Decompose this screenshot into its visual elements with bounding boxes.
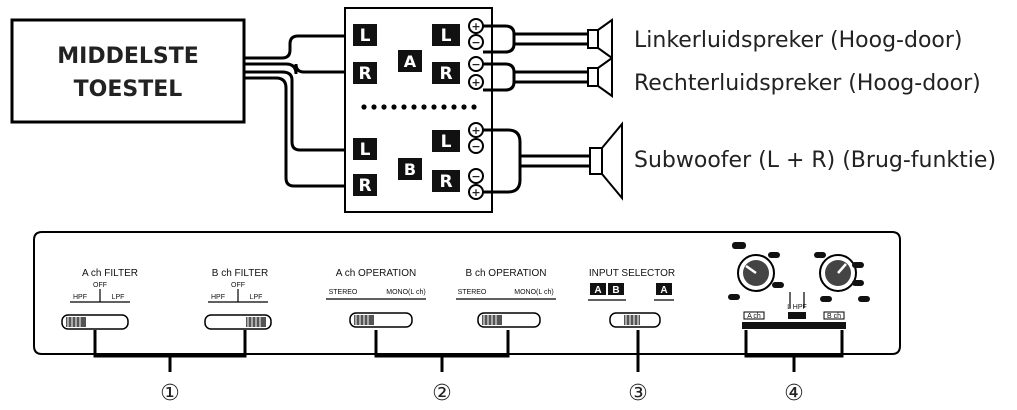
terminal-plus-icon: + bbox=[468, 184, 484, 200]
a-filter-group: A ch FILTER OFF HPF LPF bbox=[61, 268, 138, 330]
channel-b-label: B bbox=[404, 160, 416, 179]
input-selector-title: INPUT SELECTOR bbox=[589, 268, 675, 279]
b-input-right: R bbox=[358, 176, 371, 196]
frequency-knobs-group: A ch L HPF B ch bbox=[728, 242, 870, 329]
b-filter-group: B ch FILTER OFF HPF LPF bbox=[204, 268, 272, 330]
source-label-line2: TOESTEL bbox=[74, 77, 183, 102]
control-panel: A ch FILTER OFF HPF LPF B ch FILTER OFF … bbox=[33, 231, 901, 372]
callout-1: ① bbox=[160, 381, 180, 406]
svg-text:+: + bbox=[471, 20, 480, 33]
channel-a-label: A bbox=[404, 52, 417, 71]
a-operation-title: A ch OPERATION bbox=[336, 268, 416, 279]
terminal-minus-icon: − bbox=[468, 168, 484, 184]
terminal-minus-icon: − bbox=[468, 138, 484, 154]
a-operation-mono: MONO(L ch) bbox=[386, 289, 425, 296]
b-ch-frequency-knob[interactable] bbox=[819, 254, 857, 292]
a-operation-stereo: STEREO bbox=[329, 289, 358, 296]
channel-b: L R B L R bbox=[353, 130, 460, 196]
selector-a-right: A bbox=[660, 285, 667, 296]
tweeter-left-speaker-icon bbox=[587, 18, 613, 60]
svg-text:+: + bbox=[471, 76, 480, 89]
b-filter-off: OFF bbox=[231, 282, 245, 289]
knob-scale-markers bbox=[728, 242, 870, 302]
source-label-line1: MIDDELSTE bbox=[57, 44, 199, 69]
terminal-minus-icon: − bbox=[468, 34, 484, 50]
a-ch-frequency-knob[interactable] bbox=[737, 254, 775, 292]
tweeter-right-speaker-icon bbox=[587, 56, 613, 98]
a-output-left: L bbox=[441, 26, 452, 46]
b-output-left: L bbox=[441, 132, 452, 152]
subwoofer-label: Subwoofer (L + R) (Brug-funktie) bbox=[634, 148, 996, 173]
a-input-right: R bbox=[358, 64, 371, 84]
selector-b: B bbox=[612, 285, 619, 296]
svg-text:−: − bbox=[471, 36, 480, 49]
tweeter-right-label: Rechterluidspreker (Hoog-door) bbox=[634, 71, 981, 96]
a-filter-off: OFF bbox=[93, 282, 107, 289]
b-operation-mono: MONO(L ch) bbox=[514, 289, 553, 296]
a-operation-switch[interactable] bbox=[349, 312, 413, 328]
terminal-plus-icon: + bbox=[468, 122, 484, 138]
knob-a-ch-label: A ch bbox=[747, 313, 761, 320]
b-filter-hpf: HPF bbox=[211, 294, 225, 301]
a-filter-lpf: LPF bbox=[112, 294, 125, 301]
input-wires bbox=[244, 34, 345, 188]
b-operation-switch[interactable] bbox=[477, 312, 541, 328]
b-operation-stereo: STEREO bbox=[458, 289, 487, 296]
svg-text:−: − bbox=[471, 58, 480, 71]
tweeter-left-label: Linkerluidspreker (Hoog-door) bbox=[634, 28, 963, 53]
callout-4: ④ bbox=[784, 381, 804, 406]
svg-text:−: − bbox=[471, 170, 480, 183]
svg-text:+: + bbox=[471, 124, 480, 137]
amplifier: L R A L R L R B L R bbox=[344, 7, 493, 213]
knob-b-ch-label: B ch bbox=[827, 313, 841, 320]
a-filter-hpf: HPF bbox=[73, 294, 87, 301]
a-filter-title: A ch FILTER bbox=[82, 268, 138, 279]
callout-brackets bbox=[93, 330, 844, 372]
channel-separator bbox=[361, 104, 477, 110]
input-selector-group: INPUT SELECTOR A B A bbox=[588, 268, 675, 328]
terminal-plus-icon: + bbox=[468, 74, 484, 90]
channel-a: L R A L R bbox=[353, 24, 460, 84]
source-unit: MIDDELSTE TOESTEL bbox=[10, 18, 246, 124]
b-operation-title: B ch OPERATION bbox=[466, 268, 547, 279]
a-input-left: L bbox=[360, 26, 371, 46]
b-filter-lpf: LPF bbox=[250, 294, 263, 301]
speaker-terminals: + − − + + − − bbox=[468, 18, 484, 200]
selector-a-left: A bbox=[594, 285, 601, 296]
callout-2: ② bbox=[432, 381, 452, 406]
b-output-right: R bbox=[439, 172, 452, 192]
terminal-plus-icon: + bbox=[468, 18, 484, 34]
knob-l-hpf-label: L HPF bbox=[787, 304, 807, 311]
callout-3: ③ bbox=[628, 381, 648, 406]
output-wires bbox=[483, 24, 590, 194]
subwoofer-speaker-icon bbox=[589, 121, 623, 201]
a-filter-switch[interactable] bbox=[61, 314, 129, 330]
a-operation-group: A ch OPERATION STEREO MONO(L ch) bbox=[326, 268, 426, 328]
svg-text:+: + bbox=[471, 186, 480, 199]
input-selector-switch[interactable] bbox=[609, 312, 661, 328]
b-operation-group: B ch OPERATION STEREO MONO(L ch) bbox=[456, 268, 556, 328]
b-filter-switch[interactable] bbox=[204, 314, 272, 330]
b-filter-title: B ch FILTER bbox=[212, 268, 269, 279]
terminal-minus-icon: − bbox=[468, 56, 484, 72]
svg-text:−: − bbox=[471, 140, 480, 153]
b-input-left: L bbox=[360, 140, 371, 160]
a-output-right: R bbox=[439, 64, 452, 84]
